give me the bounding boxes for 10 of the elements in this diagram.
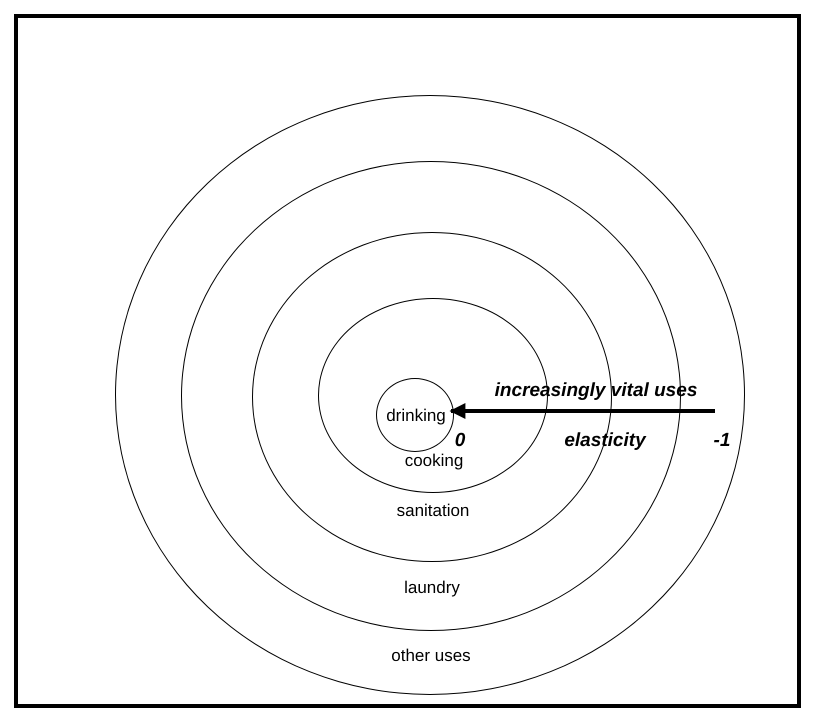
ring-label: other uses xyxy=(391,646,471,666)
circle-ring xyxy=(115,95,745,695)
ring-label: drinking xyxy=(386,406,446,426)
circle-ring xyxy=(376,378,454,452)
ring-label: laundry xyxy=(404,578,460,598)
ring-label: sanitation xyxy=(396,501,470,521)
arrow xyxy=(449,403,715,419)
scale-label: -1 xyxy=(714,430,730,452)
scale-label: 0 xyxy=(454,430,466,452)
ring-label: cooking xyxy=(404,451,464,471)
